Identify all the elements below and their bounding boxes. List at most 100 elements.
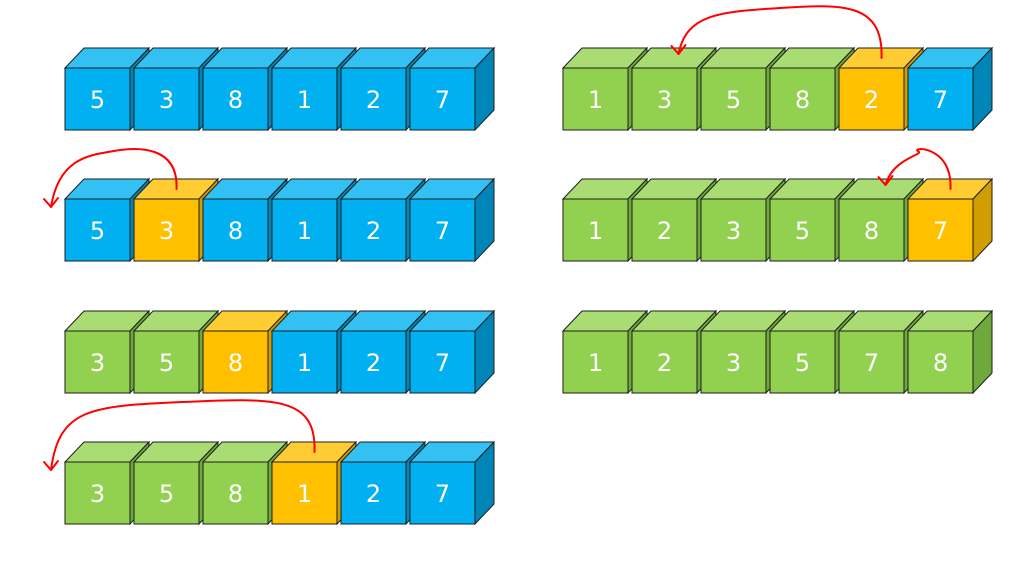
cube-value: 3 bbox=[657, 86, 672, 114]
cube-value: 1 bbox=[588, 349, 603, 377]
cube-value: 7 bbox=[435, 480, 450, 508]
cube-value: 1 bbox=[588, 217, 603, 245]
arrow-curve bbox=[50, 148, 178, 208]
cube-value: 2 bbox=[366, 86, 381, 114]
insertion-arrows bbox=[43, 5, 952, 471]
cube-front-face bbox=[340, 461, 407, 525]
cube-value: 3 bbox=[726, 217, 741, 245]
cube-front-face bbox=[409, 67, 476, 131]
cube-value: 1 bbox=[297, 217, 312, 245]
cube-value: 5 bbox=[795, 217, 810, 245]
cube-front-face bbox=[64, 461, 131, 525]
cube-front-face bbox=[838, 67, 905, 131]
cube-green: 3 bbox=[63, 309, 151, 395]
cube-front-face bbox=[133, 330, 200, 394]
cube-green: 8 bbox=[768, 46, 856, 132]
cube-front-face bbox=[562, 67, 629, 131]
cube-value: 8 bbox=[795, 86, 810, 114]
arrow-curve bbox=[884, 148, 952, 190]
cube-blue: 7 bbox=[408, 309, 496, 395]
arrow-head bbox=[877, 175, 894, 186]
cube-front-face bbox=[271, 330, 338, 394]
cube-value: 1 bbox=[297, 349, 312, 377]
cube-row-right-2: 1 2 3 5 8 7 bbox=[561, 177, 994, 263]
cube-value: 3 bbox=[90, 480, 105, 508]
cube-front-face bbox=[202, 330, 269, 394]
cube-front-face bbox=[271, 67, 338, 131]
cube-front-face bbox=[133, 198, 200, 262]
cube-orange: 7 bbox=[906, 177, 994, 263]
cube-front-face bbox=[133, 67, 200, 131]
cube-value: 3 bbox=[159, 217, 174, 245]
cube-front-face bbox=[838, 198, 905, 262]
cube-front-face bbox=[409, 330, 476, 394]
cube-front-face bbox=[769, 330, 836, 394]
cube-value: 2 bbox=[657, 217, 672, 245]
cube-front-face bbox=[409, 198, 476, 262]
cube-front-face bbox=[271, 198, 338, 262]
cube-front-face bbox=[562, 198, 629, 262]
cube-front-face bbox=[202, 461, 269, 525]
arrow-curve bbox=[677, 5, 883, 59]
cube-value: 7 bbox=[933, 86, 948, 114]
cube-value: 2 bbox=[366, 480, 381, 508]
cube-front-face bbox=[64, 67, 131, 131]
insert-arrow bbox=[877, 148, 952, 190]
cube-row-right-3: 1 2 3 5 7 8 bbox=[561, 309, 994, 395]
cube-value: 7 bbox=[435, 349, 450, 377]
cube-front-face bbox=[64, 330, 131, 394]
cube-blue: 7 bbox=[906, 46, 994, 132]
cube-value: 8 bbox=[228, 86, 243, 114]
cube-value: 5 bbox=[159, 480, 174, 508]
cube-value: 2 bbox=[366, 217, 381, 245]
cube-front-face bbox=[64, 198, 131, 262]
cube-front-face bbox=[202, 198, 269, 262]
cube-front-face bbox=[340, 330, 407, 394]
insert-arrow bbox=[43, 148, 178, 208]
cube-value: 8 bbox=[228, 349, 243, 377]
cube-blue: 7 bbox=[408, 440, 496, 526]
cube-value: 8 bbox=[933, 349, 948, 377]
cube-value: 1 bbox=[297, 86, 312, 114]
cube-value: 2 bbox=[864, 86, 879, 114]
cube-front-face bbox=[769, 198, 836, 262]
cube-front-face bbox=[907, 330, 974, 394]
insert-arrow bbox=[670, 5, 883, 59]
cube-front-face bbox=[838, 330, 905, 394]
cube-blue: 7 bbox=[408, 46, 496, 132]
cube-front-face bbox=[340, 198, 407, 262]
cube-front-face bbox=[631, 67, 698, 131]
cube-value: 7 bbox=[435, 86, 450, 114]
cube-value: 8 bbox=[864, 217, 879, 245]
cube-row-left-2: 5 3 8 1 2 7 bbox=[63, 177, 496, 263]
cube-value: 2 bbox=[657, 349, 672, 377]
arrow-head bbox=[43, 197, 59, 208]
cube-front-face bbox=[769, 67, 836, 131]
cube-front-face bbox=[700, 198, 767, 262]
cube-front-face bbox=[907, 198, 974, 262]
cube-value: 8 bbox=[228, 217, 243, 245]
cube-front-face bbox=[562, 330, 629, 394]
cube-value: 2 bbox=[366, 349, 381, 377]
cube-value: 7 bbox=[864, 349, 879, 377]
cube-front-face bbox=[409, 461, 476, 525]
cube-value: 5 bbox=[90, 217, 105, 245]
cube-value: 3 bbox=[90, 349, 105, 377]
cube-front-face bbox=[700, 330, 767, 394]
arrow-head bbox=[670, 44, 687, 55]
insert-arrow bbox=[43, 399, 316, 471]
cube-value: 7 bbox=[933, 217, 948, 245]
cube-value: 7 bbox=[435, 217, 450, 245]
arrow-curve bbox=[50, 399, 316, 471]
cube-value: 3 bbox=[726, 349, 741, 377]
cube-front-face bbox=[631, 198, 698, 262]
cube-value: 3 bbox=[159, 86, 174, 114]
cube-value: 5 bbox=[795, 349, 810, 377]
cube-value: 1 bbox=[588, 86, 603, 114]
